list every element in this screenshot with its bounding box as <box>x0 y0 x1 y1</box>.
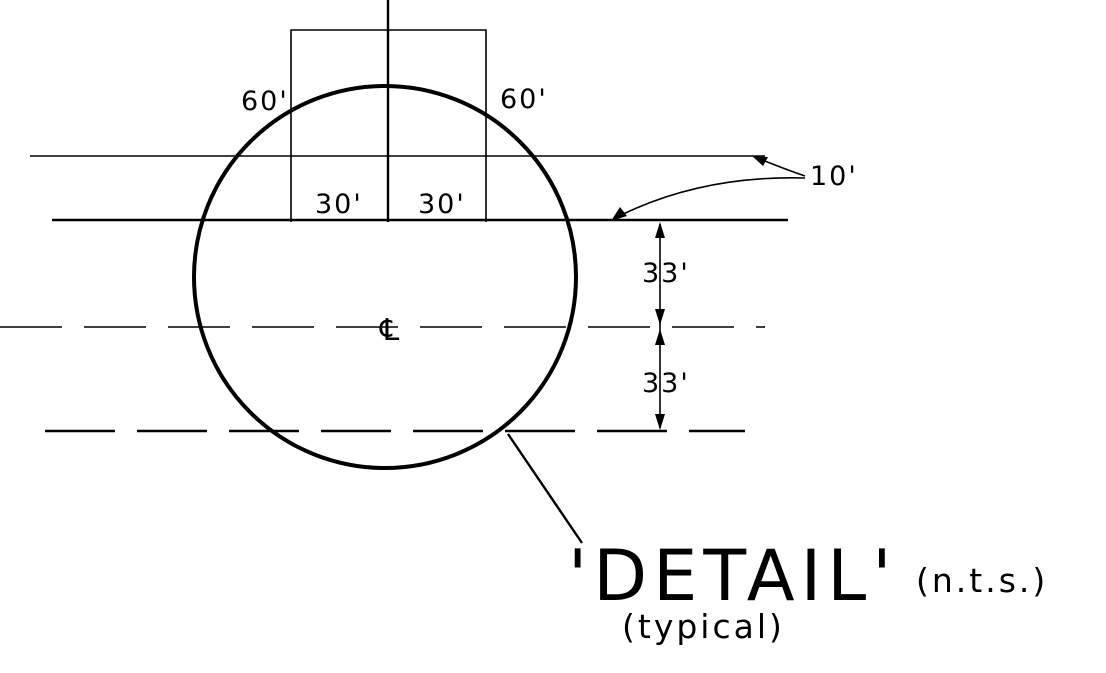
leader-10-lower-arrow <box>611 207 627 221</box>
dim-arrow-mid-down <box>655 329 665 345</box>
scale-note: (n.t.s.) <box>916 561 1048 600</box>
dim-10: 10' <box>810 161 858 192</box>
dim-left-60: 60' <box>241 86 289 117</box>
setback-rectangle <box>290 29 487 222</box>
dim-lower-33: 33' <box>642 368 690 399</box>
centerline-symbol: ℄ <box>379 313 399 348</box>
dim-arrow-top <box>655 222 665 238</box>
leader-10-upper-arrow <box>752 156 768 166</box>
detail-subtitle: (typical) <box>622 607 785 646</box>
dim-upper-33: 33' <box>642 258 690 289</box>
dim-right-30: 30' <box>418 189 466 220</box>
detail-leader <box>507 433 583 544</box>
dim-right-60: 60' <box>500 84 548 115</box>
dim-arrow-bottom <box>655 414 665 430</box>
detail-title: 'DETAIL' <box>568 535 897 617</box>
detail-circle <box>192 84 578 470</box>
leader-10-lower <box>614 177 806 219</box>
dim-arrow-mid-up <box>655 309 665 325</box>
dim-left-30: 30' <box>315 189 363 220</box>
